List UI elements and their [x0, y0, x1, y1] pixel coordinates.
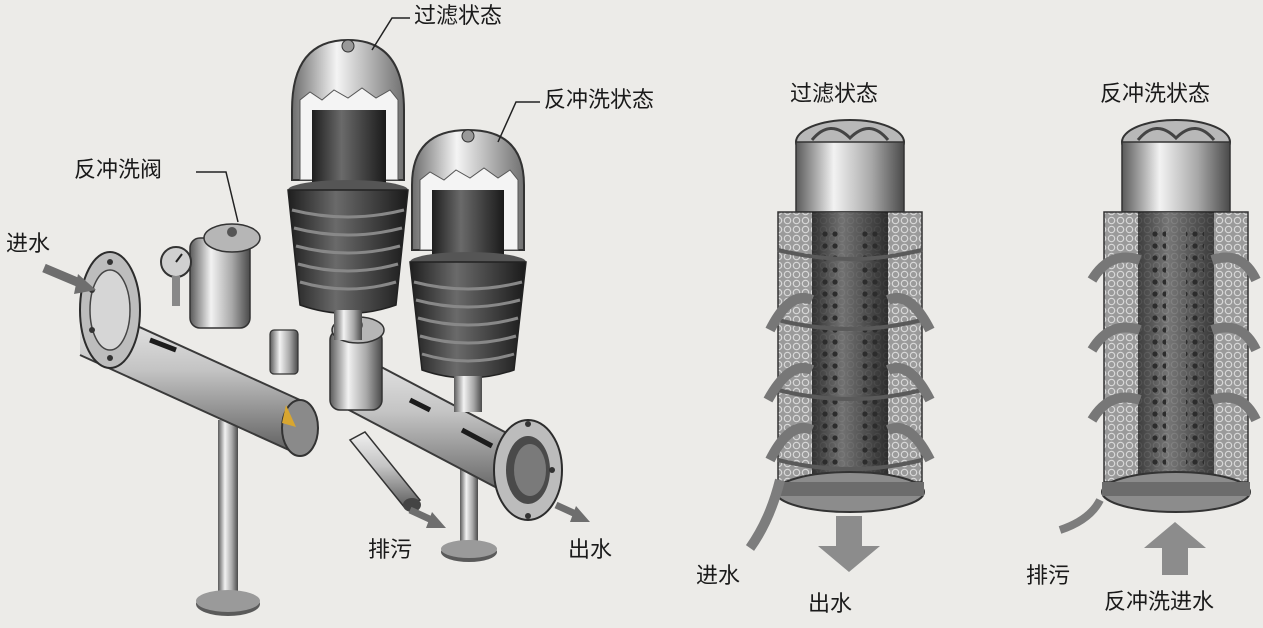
inlet-manifold	[79, 251, 319, 457]
leader-backwash-state	[497, 101, 540, 143]
panel-label-outlet: 出水	[808, 592, 853, 617]
filter-unit-filtering	[287, 38, 409, 340]
filter-element-backwash	[1058, 119, 1261, 575]
panel-label-backwash-state: 反冲洗状态	[1100, 82, 1211, 107]
label-backwash-state: 反冲洗状态	[544, 88, 655, 113]
filter-unit-backwash	[409, 128, 527, 412]
panel-label-backwash-inlet: 反冲洗进水	[1104, 590, 1215, 615]
label-inlet: 进水	[6, 232, 51, 257]
filter-station	[42, 17, 590, 616]
label-outlet: 出水	[568, 538, 613, 563]
filter-element-filtering	[745, 119, 935, 572]
label-filter-state: 过滤状态	[414, 4, 503, 29]
panel-label-inlet: 进水	[696, 564, 741, 589]
label-drain: 排污	[368, 538, 413, 563]
label-backwash-valve: 反冲洗阀	[74, 158, 163, 183]
panel-label-filter-state: 过滤状态	[790, 82, 879, 107]
panel-label-drain: 排污	[1026, 564, 1071, 589]
leader-filter-state	[371, 17, 410, 51]
leader-backwash-valve	[196, 171, 239, 223]
